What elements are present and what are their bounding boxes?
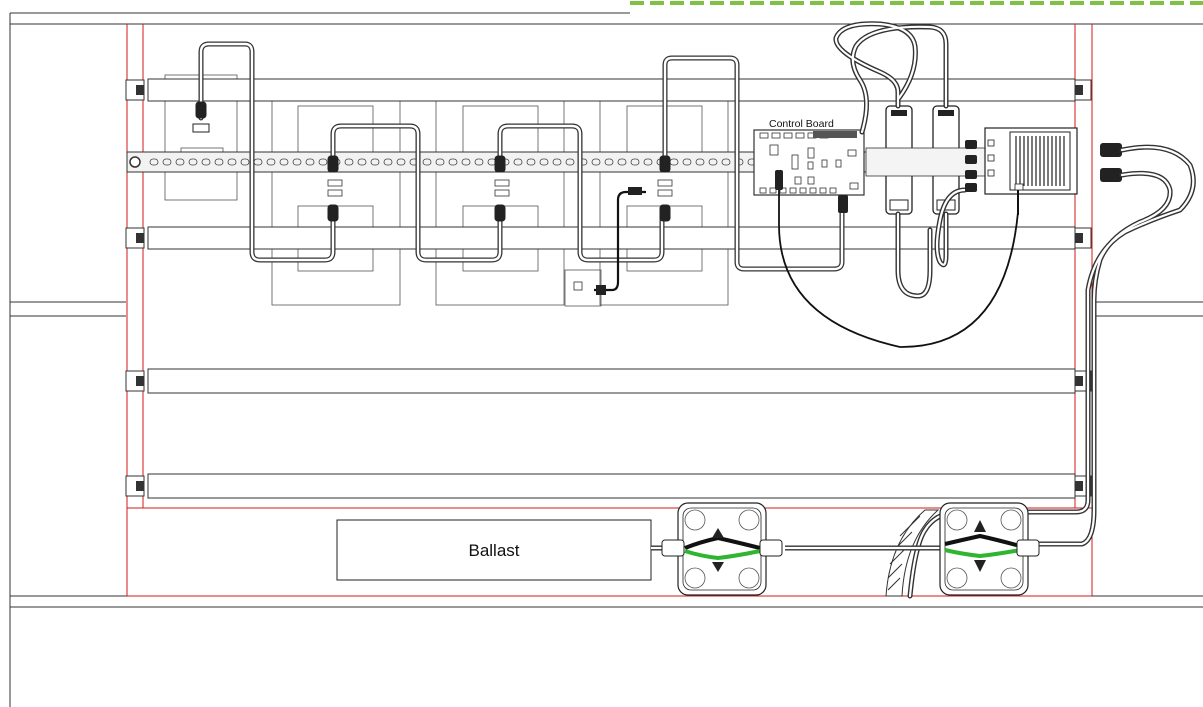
rail-slot <box>435 158 445 166</box>
rail-slot <box>552 158 562 166</box>
rail-slot <box>461 158 471 166</box>
control-board-connectors <box>775 170 848 213</box>
rail-slot <box>188 158 198 166</box>
rail-slot <box>721 158 731 166</box>
ballast-box <box>336 519 652 581</box>
rail-slot <box>318 158 328 166</box>
heatsink-module <box>965 127 1078 195</box>
rail-slot <box>201 158 211 166</box>
rail-slot <box>279 158 289 166</box>
rail-slot <box>526 158 536 166</box>
rail-slot <box>513 158 523 166</box>
rail-slot <box>240 158 250 166</box>
module-connectors <box>192 101 671 222</box>
led-tube-3 <box>125 368 1092 394</box>
rail-slot <box>695 158 705 166</box>
rail-slot <box>357 158 367 166</box>
rail-slot <box>227 158 237 166</box>
rail-slot <box>708 158 718 166</box>
rail-slot <box>617 158 627 166</box>
sensor-plug <box>596 285 606 295</box>
feed-cable <box>907 144 1196 599</box>
jumper-cables <box>198 41 845 272</box>
rail-slot <box>565 158 575 166</box>
rail-slot <box>292 158 302 166</box>
led-tube-4 <box>125 473 1092 499</box>
sensor-cable <box>594 190 646 292</box>
rail-slot <box>474 158 484 166</box>
ballast-label: Ballast <box>468 541 519 560</box>
led-module-plates <box>164 74 729 307</box>
housing-outline <box>9 12 1203 707</box>
rail-slot <box>370 158 380 166</box>
rail-slot <box>214 158 224 166</box>
rail-slot <box>175 158 185 166</box>
junction-box-2 <box>939 502 1040 596</box>
rail-slot <box>305 158 315 166</box>
rail-slot <box>448 158 458 166</box>
rail-slot <box>396 158 406 166</box>
rail-slot <box>162 158 172 166</box>
sensor-plug-2 <box>628 187 642 195</box>
rail-slot <box>539 158 549 166</box>
rail-slot <box>422 158 432 166</box>
junction-box-1 <box>661 502 783 596</box>
control-cable <box>778 190 1019 348</box>
driver-cables <box>833 21 968 299</box>
rail-slot <box>630 158 640 166</box>
rail-slot <box>643 158 653 166</box>
rail-slot <box>344 158 354 166</box>
control-board <box>753 129 865 196</box>
control-board-label: Control Board <box>769 118 834 130</box>
rail-slot <box>383 158 393 166</box>
rail-slot <box>604 158 614 166</box>
rail-slot <box>149 158 159 166</box>
module-terminals <box>327 179 673 291</box>
led-tube-1 <box>125 78 1092 102</box>
rail-slot <box>682 158 692 166</box>
mains-connectors <box>1100 143 1122 182</box>
rail-slot <box>266 158 276 166</box>
rail-slot <box>591 158 601 166</box>
